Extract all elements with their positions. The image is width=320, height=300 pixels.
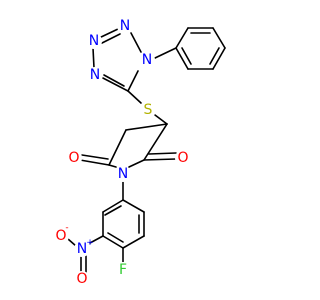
bond-c4-c5 xyxy=(108,129,127,166)
bond-n2-n3 xyxy=(130,32,142,53)
bond-n1-c2 xyxy=(128,159,145,168)
nitro-oxygen-left: O xyxy=(55,228,66,244)
molecule-structure-diagram: N N N N S N O O N + O - O F xyxy=(53,18,226,287)
carbonyl-oxygen-right: O xyxy=(177,150,188,166)
bond-ar-4-5 xyxy=(122,235,145,249)
bond-n4-n1 xyxy=(92,47,95,69)
bond-ar-1-2-double xyxy=(104,205,122,216)
bond-c5-s xyxy=(127,90,142,104)
bond-ph-4-5-double xyxy=(209,47,220,65)
thioether-sulfur: S xyxy=(144,102,153,118)
bond-ar-3-4 xyxy=(102,235,124,249)
tetrazole-n-left: N xyxy=(89,33,99,49)
bond-ph-1-2 xyxy=(175,27,189,49)
bond-s-c3 xyxy=(154,114,168,125)
bond-ph-6-1 xyxy=(175,47,189,70)
bond-c5-n1 xyxy=(108,164,117,168)
bond-ar-3-4-double xyxy=(107,232,124,243)
tetrazole-n-bottom: N xyxy=(90,67,100,83)
bond-c5-n4-double xyxy=(103,74,125,87)
bond-n3-phenyl xyxy=(154,47,177,59)
bonds xyxy=(67,27,226,273)
imide-nitrogen: N xyxy=(118,166,128,182)
bond-c2-o xyxy=(143,158,177,161)
bond-c3-c4 xyxy=(125,123,168,131)
bond-ar-6-1 xyxy=(122,199,145,213)
nitro-nitrogen: N xyxy=(77,241,87,257)
bond-ar-nitro xyxy=(89,235,104,244)
bond-nitro-o-left xyxy=(67,238,77,247)
bond-n1-n2 xyxy=(98,28,119,39)
bond-ph-6-1-double xyxy=(181,47,192,65)
bond-n3-c5 xyxy=(127,70,139,92)
atom-labels: N N N N S N O O N + O - O F xyxy=(53,18,191,287)
nitro-oxygen-left-charge: - xyxy=(65,223,68,233)
bond-c2-o-double xyxy=(148,152,177,155)
tetrazole-n-top: N xyxy=(120,18,130,34)
bond-ph-3-4 xyxy=(212,27,226,49)
tetrazole-n-phenyl: N xyxy=(142,52,152,68)
bond-ar-1-2 xyxy=(102,199,124,213)
bond-c5-n4 xyxy=(100,76,129,92)
fluorine: F xyxy=(119,262,127,278)
nitro-oxygen-bottom: O xyxy=(76,271,87,287)
bond-c5-o-double xyxy=(81,154,109,160)
carbonyl-oxygen-left: O xyxy=(68,150,79,166)
bond-n1-n2-double xyxy=(101,33,121,44)
bond-c2-c3 xyxy=(143,123,168,161)
bond-ph-4-5 xyxy=(212,47,226,70)
bond-c5-o xyxy=(79,159,110,166)
nitro-nitrogen-charge: + xyxy=(86,238,94,248)
